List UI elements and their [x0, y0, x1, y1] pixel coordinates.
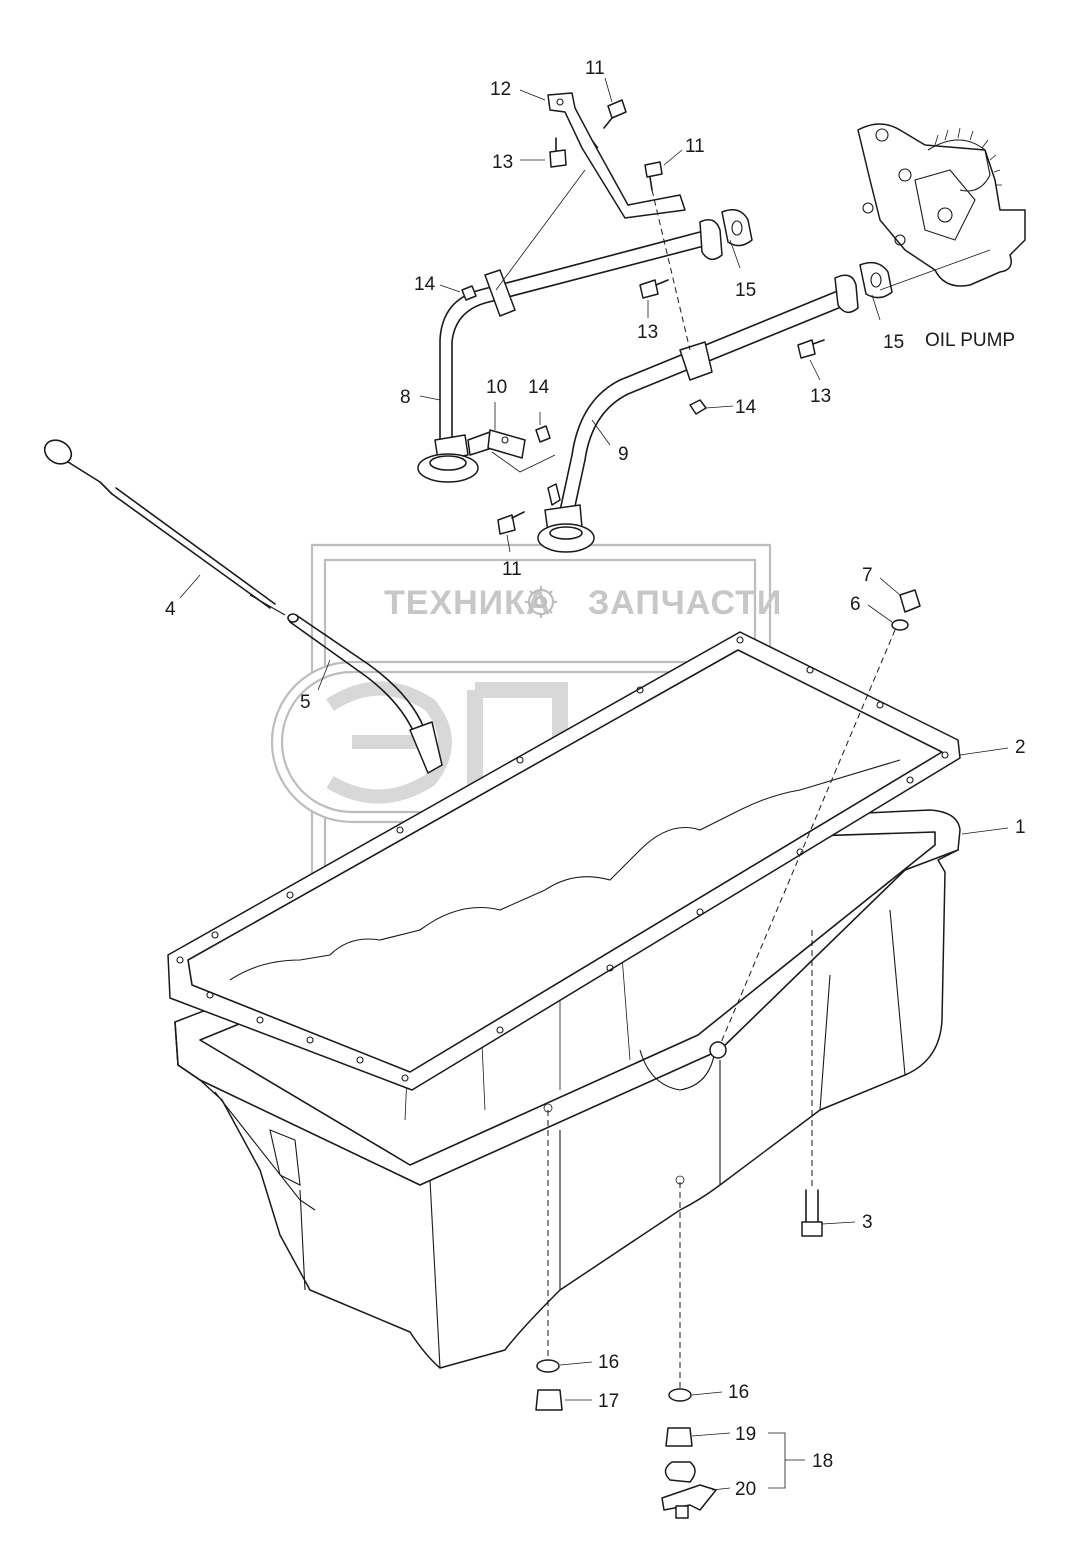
callout-label: 13	[492, 152, 513, 173]
callout-label: 17	[598, 1391, 619, 1412]
callout-label: 20	[735, 1479, 756, 1500]
callout-label: 1	[1015, 817, 1026, 838]
callout-label: 11	[502, 559, 522, 580]
callout-label: 13	[637, 322, 658, 343]
watermark-text-right: ЗАПЧАСТИ	[588, 584, 782, 622]
callout-label: 2	[1015, 737, 1026, 758]
callout-label: 18	[812, 1451, 833, 1472]
oil-pump	[857, 123, 1026, 287]
callout-label: 6	[850, 594, 861, 615]
dipstick-tube	[287, 613, 443, 774]
gear-icon	[525, 586, 557, 618]
callout-label: 16	[598, 1352, 619, 1373]
dipstick	[43, 439, 286, 616]
bracket-12	[547, 92, 686, 219]
callout-label: 8	[400, 387, 411, 408]
callout-label: 16	[728, 1382, 749, 1403]
oil-pan-gasket	[167, 631, 961, 1091]
callout-label: 9	[618, 444, 629, 465]
callout-label: 11	[585, 58, 605, 79]
callout-label: 14	[735, 397, 757, 418]
callout-label: 7	[862, 565, 873, 586]
bolts-and-nuts	[461, 99, 921, 1519]
watermark-text-left: ТЕХНИКА	[384, 584, 551, 622]
oil-pump-note: OIL PUMP	[925, 330, 1015, 351]
callout-label: 11	[685, 136, 705, 157]
callout-labels: 11 12 13 11 14 15 13 15 8 10 14 13 14 9 …	[165, 58, 1026, 1500]
suction-pipe-8	[417, 219, 723, 483]
callout-label: 3	[862, 1212, 873, 1233]
callout-label: 10	[486, 377, 507, 398]
callout-label: 15	[735, 280, 756, 301]
suction-pipe-9	[537, 274, 859, 553]
callout-label: 13	[810, 386, 831, 407]
callout-label: 19	[735, 1424, 756, 1445]
callout-label: 14	[528, 377, 550, 398]
bracket-10	[487, 429, 526, 459]
callout-label: 5	[300, 692, 311, 713]
callout-label: 12	[490, 79, 511, 100]
callout-label: 14	[414, 274, 436, 295]
leader-lines	[179, 77, 1009, 1491]
callout-label: 4	[165, 599, 176, 620]
callout-label: 15	[883, 332, 904, 353]
